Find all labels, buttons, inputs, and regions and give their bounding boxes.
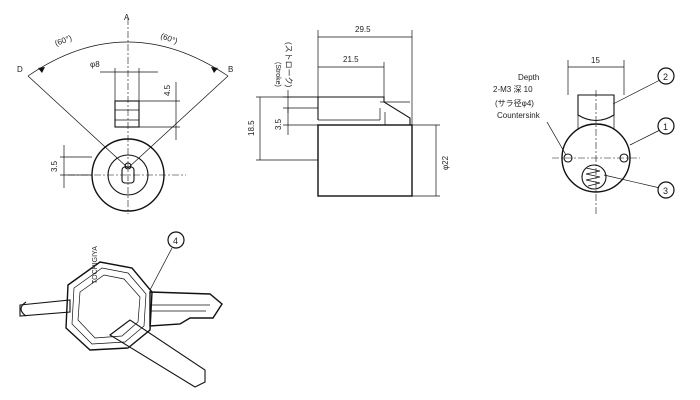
stroke-en: (Stroke) [274, 62, 281, 87]
key-blade-back [109, 319, 206, 388]
bolt-outline [317, 96, 411, 125]
label-d: D [17, 65, 23, 74]
label-a: A [124, 13, 130, 22]
callout-4: 4 [173, 236, 178, 246]
brand-text: TOCHIGIYA [92, 246, 99, 284]
callout-2: 2 [663, 72, 668, 82]
arc-arrow-right [211, 67, 218, 73]
callout-4-circle [167, 231, 185, 249]
dim-phi8: φ8 [90, 60, 100, 69]
keyway [121, 166, 135, 184]
leader-1 [629, 129, 661, 146]
side-view: 29.5 21.5 (ストローク) (Stroke) 3.5 18.5 φ22 [247, 25, 450, 197]
dim-3-5: 3.5 [50, 160, 59, 172]
callout-3-circle [657, 181, 675, 199]
countersink-label: Countersink [497, 111, 541, 120]
angle-left: (60°) [54, 33, 74, 48]
dim-21-5: 21.5 [343, 55, 359, 64]
spring-housing [581, 164, 607, 190]
callout-1-circle [657, 117, 675, 135]
callout-3: 3 [663, 186, 668, 196]
rear-view: 15 Depth 2-M3 深 10 (サラ径φ4) Countersink 2… [493, 56, 675, 214]
dim-18-5: 18.5 [247, 120, 256, 136]
screw-hole-left [563, 153, 573, 163]
key-ring-bar [19, 299, 71, 317]
label-b: B [228, 65, 233, 74]
front-view: A D B (60°) (60°) φ8 4.5 3.5 [17, 13, 233, 214]
dim-3-5-side: 3.5 [274, 118, 283, 130]
spring [585, 167, 601, 187]
keyway-pin [124, 162, 132, 170]
arc-arrow-left [38, 67, 45, 73]
dim-29-5: 29.5 [355, 25, 371, 34]
radial-line-d [27, 75, 129, 169]
key-head [65, 261, 153, 351]
stroke-jp: (ストローク) [284, 42, 293, 88]
screw-hole-right [619, 153, 629, 163]
key-ring-end [20, 301, 27, 317]
callout-2-circle [657, 67, 675, 85]
leader-2 [612, 79, 661, 105]
m3-label: 2-M3 深 10 [493, 85, 533, 94]
depth-label: Depth [518, 73, 539, 82]
dim-4-5: 4.5 [163, 84, 172, 96]
rear-body-circle [561, 123, 631, 193]
plug-circle [107, 154, 149, 196]
lock-tongue [114, 100, 140, 128]
leader-3 [603, 174, 661, 189]
leader-4 [149, 247, 173, 291]
key-view: 4 TOCHIGIYA [19, 231, 223, 388]
dim-phi22: φ22 [441, 155, 450, 170]
key-head-inner [71, 267, 147, 345]
rotation-arc [27, 41, 229, 77]
callout-1: 1 [663, 122, 668, 132]
counterbore-jp: (サラ径φ4) [495, 98, 534, 108]
key-blade [149, 291, 223, 327]
leader-countersink [546, 121, 567, 156]
dim-15: 15 [591, 56, 600, 65]
key-head-inner2 [77, 274, 141, 339]
cylinder-body [317, 124, 413, 197]
angle-right: (60°) [159, 31, 179, 46]
radial-line-b [127, 75, 229, 169]
